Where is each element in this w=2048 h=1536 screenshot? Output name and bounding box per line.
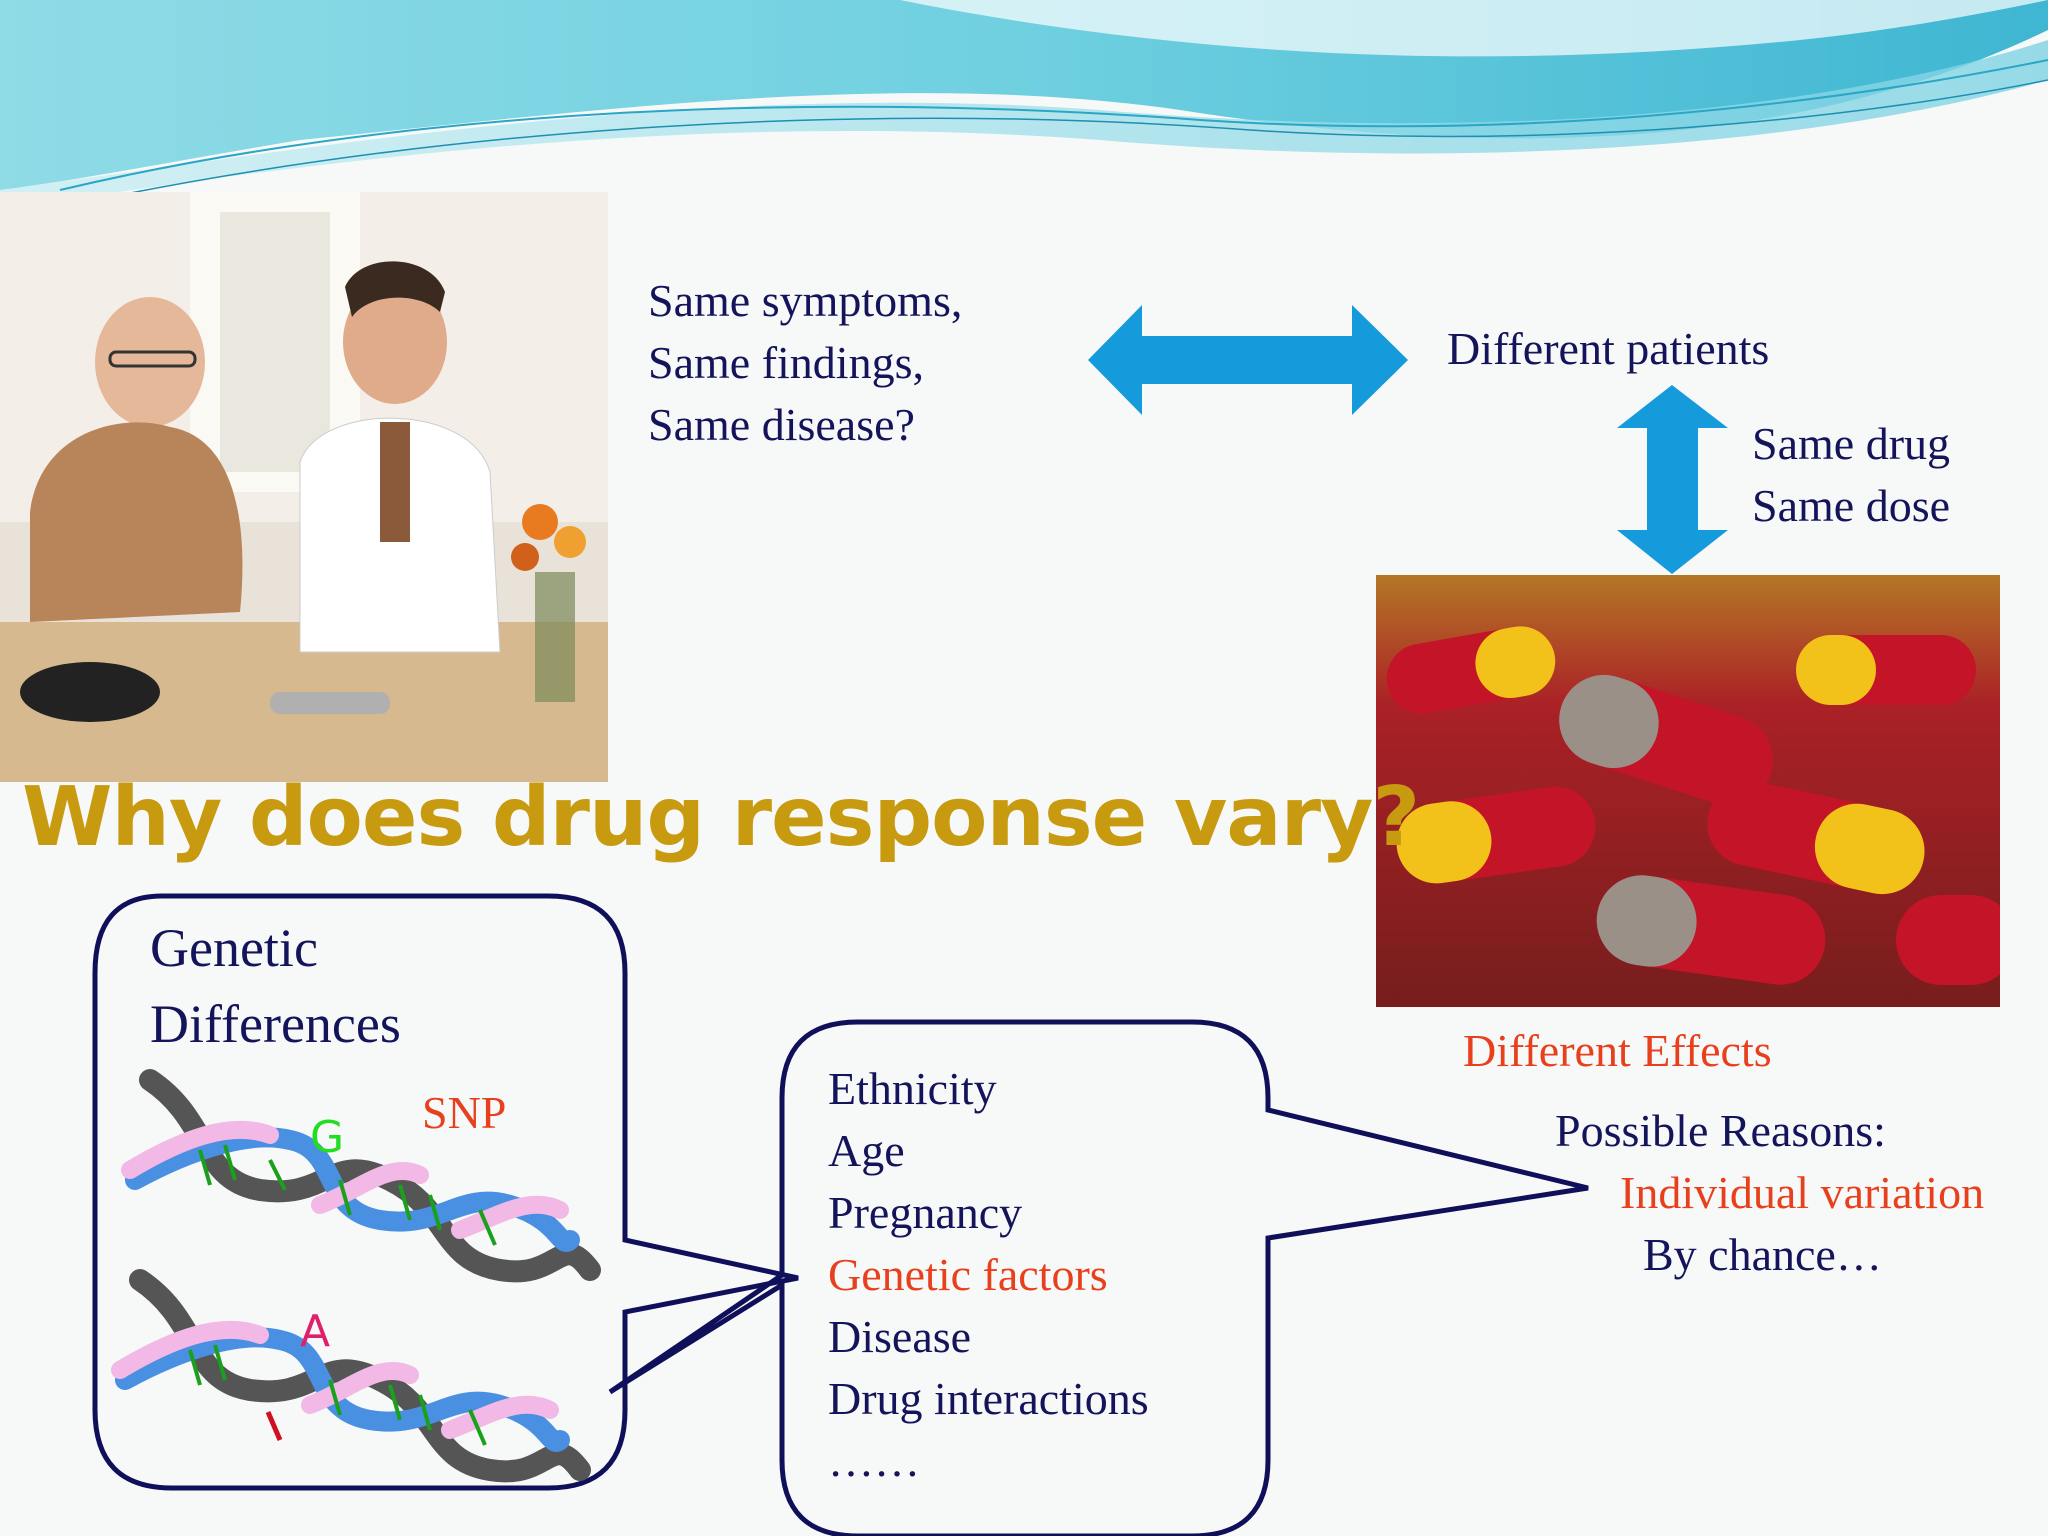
genetic-differences-heading: Genetic Differences <box>150 910 401 1062</box>
same-drug-line: Same drug <box>1752 418 1951 469</box>
double-arrow-vertical-icon <box>1617 385 1728 574</box>
factors-list: Ethnicity Age Pregnancy Genetic factors … <box>828 1058 1149 1492</box>
possible-reasons-heading: Possible Reasons: <box>1555 1105 1886 1156</box>
individual-variation-label: Individual variation <box>1620 1167 1985 1218</box>
factors-callout-box <box>608 1019 1589 1536</box>
factor-disease: Disease <box>828 1311 972 1362</box>
different-patients-label: Different patients <box>1447 323 1770 374</box>
findings-line: Same findings, <box>648 337 924 388</box>
factor-ethnicity: Ethnicity <box>828 1063 997 1114</box>
differences-line: Differences <box>150 994 401 1054</box>
allele-g-label: G <box>310 1112 345 1163</box>
dna-helix-top <box>121 1069 601 1283</box>
double-arrow-horizontal-icon <box>1088 305 1408 415</box>
same-symptoms-text: Same symptoms, Same findings, Same disea… <box>648 270 962 456</box>
factor-pregnancy: Pregnancy <box>828 1187 1023 1238</box>
doctor-patient-photo <box>0 192 608 782</box>
factor-ellipsis: …… <box>828 1435 920 1486</box>
slide-title: Why does drug response vary? <box>22 770 1420 865</box>
pills-photo <box>1376 575 2000 1007</box>
same-dose-line: Same dose <box>1752 480 1951 531</box>
factor-age: Age <box>828 1125 905 1176</box>
disease-line: Same disease? <box>648 399 915 450</box>
allele-a-label: A <box>300 1306 331 1357</box>
by-chance-label: By chance… <box>1643 1229 1882 1280</box>
snp-label: SNP <box>422 1087 507 1138</box>
factor-genetic: Genetic factors <box>828 1249 1108 1300</box>
factor-drug-interactions: Drug interactions <box>828 1373 1149 1424</box>
symptoms-line: Same symptoms, <box>648 275 963 326</box>
genetic-callout-box <box>92 893 799 1491</box>
genetic-line: Genetic <box>150 918 318 978</box>
different-effects-label: Different Effects <box>1463 1025 1772 1076</box>
dna-helix-bottom <box>111 1269 591 1483</box>
same-drug-text: Same drug Same dose <box>1752 413 1950 537</box>
header-wave <box>0 0 2048 210</box>
